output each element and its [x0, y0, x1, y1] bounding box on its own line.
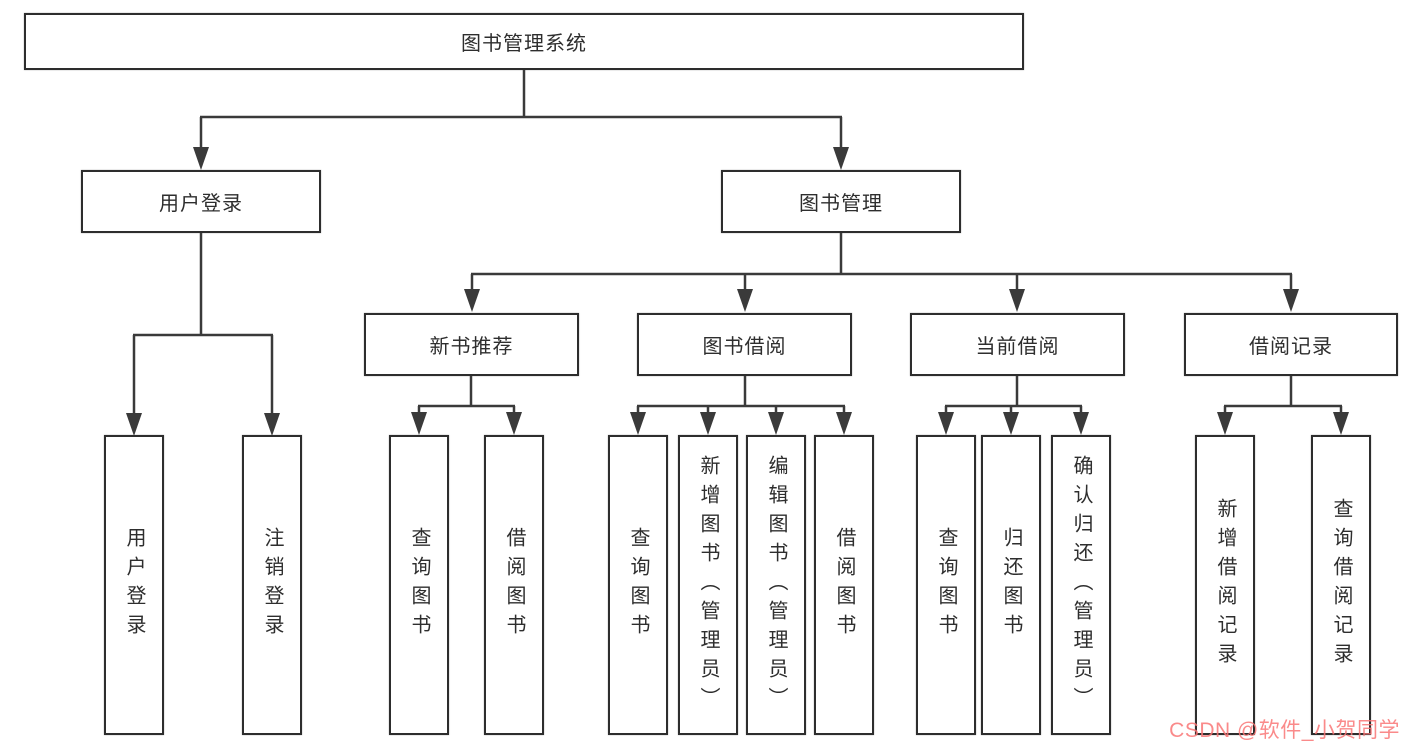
- connector-current-borrow-children: [938, 376, 1089, 435]
- connector-book-borrow-children: [630, 376, 852, 435]
- node-book-management: 图书管理: [721, 170, 961, 233]
- leaf-records-add-record: 新增借阅记录: [1195, 435, 1255, 735]
- arrow-down-icon: [193, 147, 209, 170]
- arrow-down-icon: [630, 412, 646, 435]
- node-new-book-recommend: 新书推荐: [364, 313, 579, 376]
- connector-book-mgmt-to-level3: [464, 233, 1299, 312]
- arrow-down-icon: [506, 412, 522, 435]
- node-library-system: 图书管理系统: [24, 13, 1024, 70]
- csdn-watermark: CSDN @软件_小贺同学: [1169, 719, 1400, 742]
- connector-new-book-children: [411, 376, 522, 435]
- connector-root-to-level2: [193, 70, 849, 170]
- arrow-down-icon: [464, 289, 480, 312]
- node-user-login: 用户登录: [81, 170, 321, 233]
- leaf-borrowing-edit-books-admin: 编辑图书（管理员）: [746, 435, 806, 735]
- arrow-down-icon: [700, 412, 716, 435]
- leaf-borrowing-query-books: 查询图书: [608, 435, 668, 735]
- arrow-down-icon: [737, 289, 753, 312]
- arrow-down-icon: [264, 413, 280, 436]
- leaf-newbook-borrow-books: 借阅图书: [484, 435, 544, 735]
- leaf-current-query-books: 查询图书: [916, 435, 976, 735]
- node-borrow-records: 借阅记录: [1184, 313, 1398, 376]
- leaf-current-confirm-return-admin: 确认归还（管理员）: [1051, 435, 1111, 735]
- arrow-down-icon: [938, 412, 954, 435]
- arrow-down-icon: [1073, 412, 1089, 435]
- arrow-down-icon: [833, 147, 849, 170]
- leaf-newbook-query-books: 查询图书: [389, 435, 449, 735]
- arrow-down-icon: [1217, 412, 1233, 435]
- arrow-down-icon: [768, 412, 784, 435]
- arrow-down-icon: [1283, 289, 1299, 312]
- arrow-down-icon: [126, 413, 142, 436]
- leaf-borrowing-borrow-books: 借阅图书: [814, 435, 874, 735]
- arrow-down-icon: [1009, 289, 1025, 312]
- leaf-user-login: 用户登录: [104, 435, 164, 735]
- arrow-down-icon: [411, 412, 427, 435]
- leaf-logout: 注销登录: [242, 435, 302, 735]
- leaf-records-query-record: 查询借阅记录: [1311, 435, 1371, 735]
- node-book-borrowing: 图书借阅: [637, 313, 852, 376]
- leaf-borrowing-add-books-admin: 新增图书（管理员）: [678, 435, 738, 735]
- arrow-down-icon: [1003, 412, 1019, 435]
- leaf-current-return-books: 归还图书: [981, 435, 1041, 735]
- arrow-down-icon: [836, 412, 852, 435]
- connector-user-login-children: [126, 233, 280, 436]
- connector-borrow-records-children: [1217, 376, 1349, 435]
- arrow-down-icon: [1333, 412, 1349, 435]
- node-current-borrowing: 当前借阅: [910, 313, 1125, 376]
